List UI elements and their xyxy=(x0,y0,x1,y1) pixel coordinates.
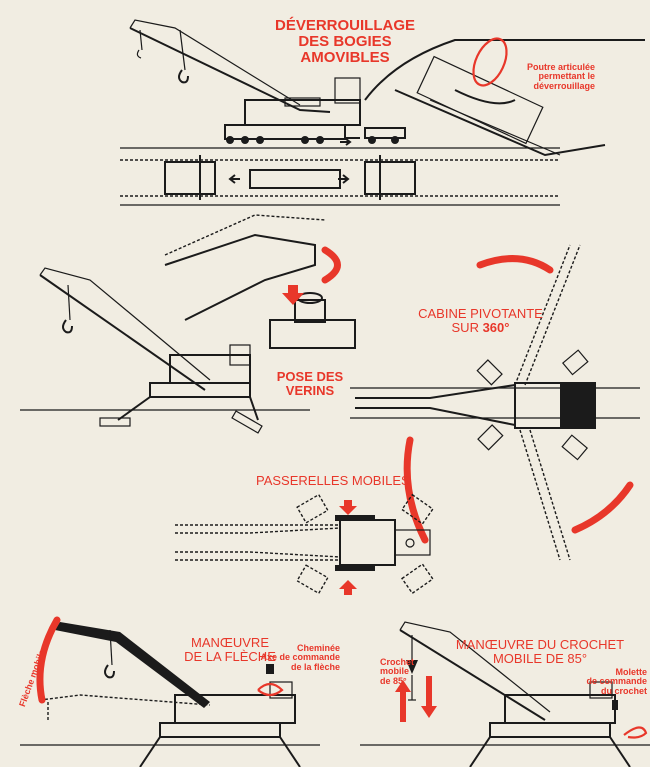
hook-left-line3: de 85° xyxy=(380,675,407,686)
locking-beam-closeup xyxy=(364,37,645,157)
cabin-label-line1: CABINE PIVOTANTE xyxy=(418,306,543,321)
jacks-label: POSE DES VERINS xyxy=(275,370,345,397)
unlock-note-line2: permettant le xyxy=(538,71,595,82)
boom-title: MANŒUVRE DE LA FLÈCHE xyxy=(180,636,280,663)
unlock-note: Poutre articulée permettant le déverroui… xyxy=(515,62,595,91)
boom-title-line2: DE LA FLÈCHE xyxy=(184,648,276,664)
cabin-label: CABINE PIVOTANTE SUR 360° xyxy=(418,307,543,334)
jacks-label-line1: POSE DES xyxy=(276,369,344,384)
unlock-note-line1: Poutre articulée xyxy=(526,62,595,72)
hook-maneuver-drawing xyxy=(360,621,650,767)
boom-maneuver-drawing xyxy=(20,616,320,767)
hook-right-line2: de commande xyxy=(586,676,647,687)
hook-right-line3: du crochet xyxy=(600,685,647,696)
hook-title-line1: MANŒUVRE DU CROCHET xyxy=(455,637,625,652)
unlock-note-line3: déverrouillage xyxy=(533,80,595,91)
cabin-label-line2: SUR 360° xyxy=(418,319,543,335)
crane-on-jacks xyxy=(20,214,356,434)
rotating-cabin-top-view xyxy=(350,244,640,561)
boom-note: Cheminée Axe de commande de la flèche xyxy=(260,643,340,672)
boom-note-line3: de la flèche xyxy=(290,661,340,672)
walkways-label: PASSERELLES MOBILES xyxy=(256,473,410,488)
boom-note-line2: Axe de commande xyxy=(260,652,340,663)
mobile-walkways-top-view xyxy=(175,493,434,595)
hook-right-note: Molette de commande du crochet xyxy=(585,667,648,696)
hook-left-line2: mobile xyxy=(380,666,410,677)
cabin-label-line2-prefix: SUR xyxy=(451,319,483,335)
unlock-title-line1: DÉVERROUILLAGE xyxy=(274,17,415,34)
unlock-title: DÉVERROUILLAGE DES BOGIES AMOVIBLES xyxy=(260,18,430,65)
cabin-label-line2-value: 360° xyxy=(482,319,510,335)
hook-left-line1: Crochet xyxy=(380,657,415,667)
hook-right-line1: Molette xyxy=(615,667,648,677)
crane-side-view-top xyxy=(129,19,406,144)
unlock-title-line2: DES BOGIES AMOVIBLES xyxy=(298,32,392,66)
bogie-plan-view xyxy=(120,138,560,206)
hook-title-line2: MOBILE DE 85° xyxy=(492,650,588,666)
hook-title: MANŒUVRE DU CROCHET MOBILE DE 85° xyxy=(455,638,625,665)
jacks-label-line2: VERINS xyxy=(285,382,335,398)
boom-note-line1: Cheminée xyxy=(296,643,340,653)
boom-title-line1: MANŒUVRE xyxy=(190,635,269,650)
hook-left-note: Crochet mobile de 85° xyxy=(380,657,415,686)
